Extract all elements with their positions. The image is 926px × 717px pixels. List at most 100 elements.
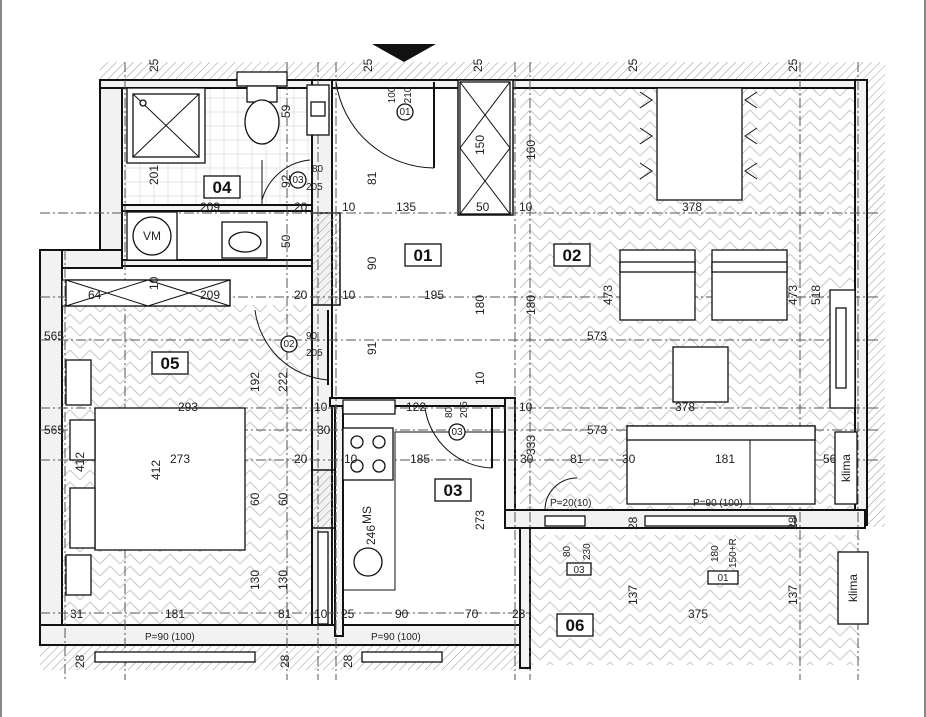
dimension-label: 180 [473,295,487,315]
dimension-label: 10 [344,452,358,466]
door-tag-w-1: 100 [387,86,398,103]
dimension-label: 90 [395,607,409,621]
dimension-label: 70 [465,607,479,621]
dimension-label: 150 [473,135,487,155]
dimension-label: 246 [364,525,378,545]
ac-unit-living-label: klima [839,454,853,482]
dimension-label: 181 [715,452,735,466]
dimension-label: 518 [809,285,823,305]
dimension-label: 64 [88,288,102,302]
dimension-label: 91 [365,341,379,355]
door-tag-w-4: 80 [444,406,455,418]
dimension-label: 20 [294,200,308,214]
kitchen-counter [342,399,505,591]
dimension-label: 60 [276,492,290,506]
dimension-label: 378 [682,200,702,214]
door-tag-h-4: 205 [459,401,470,418]
dimension-label: 10 [314,400,328,414]
dimension-label: 273 [473,510,487,530]
sofa [626,425,816,505]
dimension-label: 130 [248,570,262,590]
dimension-label: 10 [473,371,487,385]
window-tag-id-2: 01 [717,573,729,584]
double-bed [65,359,246,596]
tv-unit [829,289,856,409]
door-tag-h-3: 205 [306,348,323,359]
dimension-label: 81 [365,171,379,185]
dimension-label: 412 [149,460,163,480]
door-tag-id-3: 02 [283,339,295,350]
windows [94,515,796,663]
dimension-label: 10 [314,607,328,621]
top-exterior-strip [100,62,860,82]
door-tag-id-2: 03 [292,175,304,186]
window-tag-w-1: 80 [562,545,573,557]
dimension-label: 50 [476,200,490,214]
dimension-label: 30 [622,452,636,466]
bedroom-wardrobe [65,279,231,307]
ac-unit-terrace-label: klima [846,574,860,602]
terrace-floor [530,535,860,665]
room-tag-03: 03 [444,481,463,500]
room-tag-05: 05 [161,354,180,373]
dimension-label: 130 [276,570,290,590]
room-tags: 01 02 03 04 05 06 [151,175,594,637]
dimension-label: 473 [786,285,800,305]
window-tags: 03 80 230 01 180 150+R [562,538,739,585]
room-tag-02: 02 [563,246,582,265]
dimension-label: 185 [410,452,430,466]
entrance-door-swing [335,81,435,169]
bedroom-door-swing [254,309,329,381]
dimension-label: 10 [342,200,356,214]
dimension-label: 28 [278,654,292,668]
room-tag-01: 01 [414,246,433,265]
dimension-label: 137 [786,585,800,605]
dimension-label: 25 [341,607,355,621]
dimension-label: 209 [200,200,220,214]
dimension-label: 473 [601,285,615,305]
dimension-label: 25 [786,58,800,72]
dimension-label: 92 [279,174,293,188]
dimension-label: 181 [165,607,185,621]
room-tag-06: 06 [566,616,585,635]
dimension-label: 28 [73,654,87,668]
dimension-label: 81 [570,452,584,466]
dimension-label: 122 [406,400,426,414]
dimension-label: 59 [279,104,293,118]
dishwasher-label: MS [360,506,374,524]
armchair-right [711,249,788,321]
dining-table [639,87,758,201]
top-dimensions: 25 25 25 25 25 [147,58,800,72]
dimension-label: 28 [341,654,355,668]
dimension-label: 573 [587,329,607,343]
dimension-label: 565 [44,423,64,437]
dimension-label: 375 [688,607,708,621]
dimension-label: 60 [248,492,262,506]
window-tag-id-1: 03 [573,565,585,576]
door-tag-w-2: 80 [312,164,324,175]
dimension-label: 25 [471,58,485,72]
washing-machine-label: VM [143,229,161,243]
room-tag-04: 04 [213,178,232,197]
dimension-label: 10 [342,288,356,302]
entrance-arrow-icon [372,44,436,62]
dimension-label: 90 [365,256,379,270]
ac-unit-terrace [837,551,869,625]
dimension-label: 30 [520,452,534,466]
toilet-icon [236,71,288,145]
dimension-label: 25 [626,58,640,72]
door-tag-h-1: 210 [403,86,414,103]
ac-unit-living [834,431,858,505]
window-label-4: P=90 (100) [371,632,421,643]
dimension-label: 412 [73,452,87,472]
radiator [317,531,329,625]
dimension-label: 81 [278,607,292,621]
dimension-label: 333 [524,435,538,455]
bathroom-door-swing [261,159,311,201]
dimension-label: 293 [178,400,198,414]
dimension-label: 378 [675,400,695,414]
dimension-label: 25 [361,58,375,72]
wash-basin [221,221,268,259]
dimension-label: 28 [786,516,800,530]
